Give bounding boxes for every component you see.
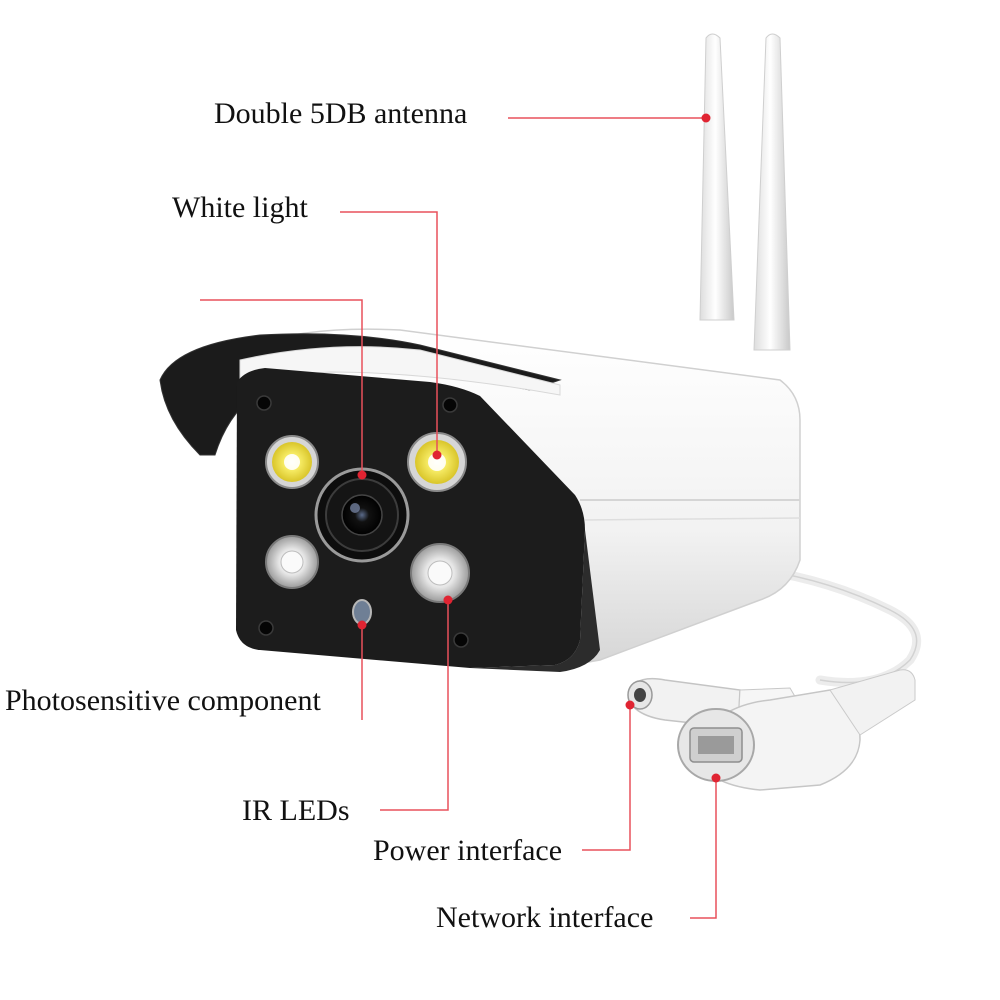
ir-led-icon (265, 535, 470, 603)
photosensor-icon (352, 599, 372, 625)
callout-antenna: Double 5DB antenna (214, 97, 468, 130)
callout-white-light: White light (172, 191, 308, 224)
antenna-icon (699, 33, 791, 351)
white-light-led-icon (265, 432, 467, 492)
camera-body (159, 328, 801, 672)
callout-dots (357, 113, 721, 783)
lens-icon (314, 467, 410, 563)
ethernet-port-icon (677, 669, 916, 791)
callout-ir-leds: IR LEDs (242, 794, 350, 827)
callout-power: Power interface (373, 834, 563, 867)
callout-network: Network interface (436, 901, 654, 934)
callout-photosensitive: Photosensitive component (5, 684, 321, 717)
callout-lines (200, 117, 717, 919)
